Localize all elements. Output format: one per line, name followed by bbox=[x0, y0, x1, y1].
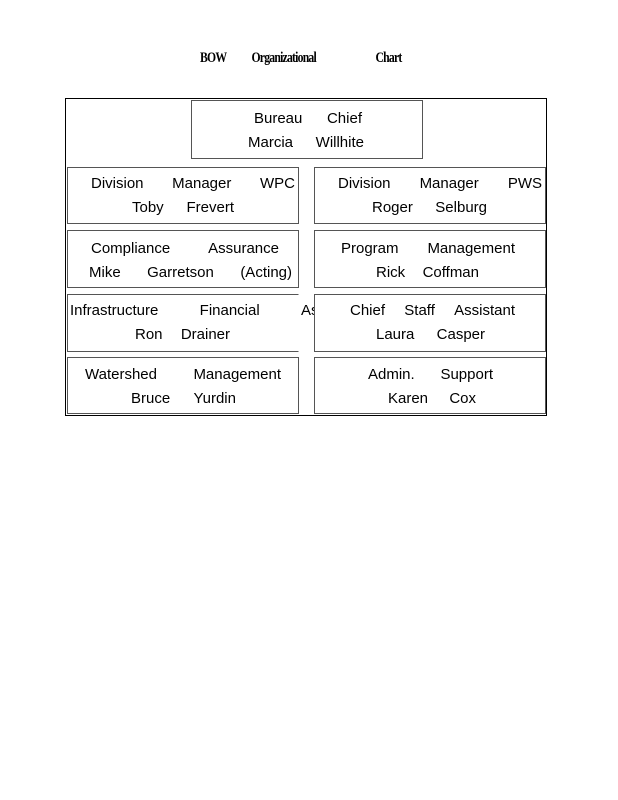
box-word: Infrastructure bbox=[70, 302, 159, 319]
box-word: Division bbox=[91, 175, 144, 192]
title-word: BOW bbox=[200, 50, 227, 66]
box-line: Rick Coffman bbox=[315, 261, 545, 285]
box-word: Toby bbox=[132, 199, 164, 216]
box-word: Staff bbox=[404, 302, 435, 319]
chart-title: BOW Organizational Chart bbox=[200, 50, 402, 72]
box-word: Laura bbox=[376, 326, 415, 343]
box-word: Yurdin bbox=[193, 390, 236, 407]
box-word: PWS bbox=[507, 175, 542, 192]
infrastructure-financial-box: Infrastructure Financial Ass Ron Drainer bbox=[67, 294, 326, 352]
box-word: Compliance bbox=[91, 240, 171, 257]
bureau-chief-box: Bureau Chief Marcia Willhite bbox=[191, 100, 423, 159]
box-word: Program bbox=[341, 240, 399, 257]
box-word: Division bbox=[338, 175, 391, 192]
box-word: Management bbox=[193, 366, 281, 383]
box-line: Compliance Assurance bbox=[68, 231, 298, 261]
box-line: Chief Staff Assistant bbox=[315, 295, 545, 323]
box-word: Casper bbox=[436, 326, 485, 343]
box-line: Ron Drainer bbox=[68, 323, 298, 347]
chief-staff-assistant-box: Chief Staff Assistant Laura Casper bbox=[314, 294, 546, 352]
box-word: Karen bbox=[388, 390, 429, 407]
box-word: Drainer bbox=[180, 326, 230, 343]
division-manager-wpc-box: Division Manager WPC Toby Frevert bbox=[67, 167, 299, 224]
box-line: Division Manager PWS bbox=[315, 168, 545, 196]
admin-support-box: Admin. Support Karen Cox bbox=[314, 357, 546, 414]
watershed-management-box: Watershed Management Bruce Yurdin bbox=[67, 357, 299, 414]
box-line: Laura Casper bbox=[315, 323, 545, 347]
box-word: Cox bbox=[449, 390, 476, 407]
box-word: WPC bbox=[260, 175, 295, 192]
box-line: Marcia Willhite bbox=[192, 131, 422, 155]
box-word: Ron bbox=[135, 326, 163, 343]
box-word: Assistant bbox=[454, 302, 515, 319]
box-word: Bruce bbox=[131, 390, 171, 407]
box-word: Garretson bbox=[147, 264, 214, 281]
box-word: Assurance bbox=[208, 240, 279, 257]
box-line: Program Management bbox=[315, 231, 545, 261]
org-chart-frame bbox=[65, 98, 547, 416]
compliance-assurance-box: Compliance Assurance Mike Garretson (Act… bbox=[67, 230, 299, 288]
box-word: Admin. bbox=[368, 366, 415, 383]
box-word: Chief bbox=[326, 110, 362, 127]
box-line: Watershed Management bbox=[68, 358, 298, 387]
box-line: Mike Garretson (Acting) bbox=[68, 261, 298, 285]
box-line: Infrastructure Financial Ass bbox=[68, 295, 326, 323]
program-management-box: Program Management Rick Coffman bbox=[314, 230, 546, 288]
box-word: Financial bbox=[199, 302, 260, 319]
box-line: Division Manager WPC bbox=[68, 168, 298, 196]
box-word: Chief bbox=[350, 302, 386, 319]
box-line: Bruce Yurdin bbox=[68, 387, 298, 411]
box-line: Admin. Support bbox=[315, 358, 545, 387]
box-word: Mike bbox=[89, 264, 121, 281]
division-manager-pws-box: Division Manager PWS Roger Selburg bbox=[314, 167, 546, 224]
box-word: (Acting) bbox=[240, 264, 292, 281]
box-word: Manager bbox=[172, 175, 232, 192]
box-word: Support bbox=[440, 366, 493, 383]
box-word: Frevert bbox=[186, 199, 234, 216]
box-line: Bureau Chief bbox=[192, 101, 422, 131]
box-word: Roger bbox=[372, 199, 413, 216]
box-line: Karen Cox bbox=[315, 387, 545, 411]
box-word: Management bbox=[427, 240, 515, 257]
title-word: Organizational bbox=[251, 50, 316, 66]
box-word: Selburg bbox=[435, 199, 487, 216]
box-line: Roger Selburg bbox=[315, 196, 545, 220]
box-word: Manager bbox=[419, 175, 479, 192]
box-word: Rick bbox=[376, 264, 406, 281]
box-word: Bureau bbox=[254, 110, 303, 127]
box-word: Willhite bbox=[315, 134, 364, 151]
box-line: Toby Frevert bbox=[68, 196, 298, 220]
box-word: Watershed bbox=[85, 366, 157, 383]
box-word: Coffman bbox=[422, 264, 479, 281]
title-word: Chart bbox=[375, 50, 403, 66]
box-word: Marcia bbox=[248, 134, 294, 151]
